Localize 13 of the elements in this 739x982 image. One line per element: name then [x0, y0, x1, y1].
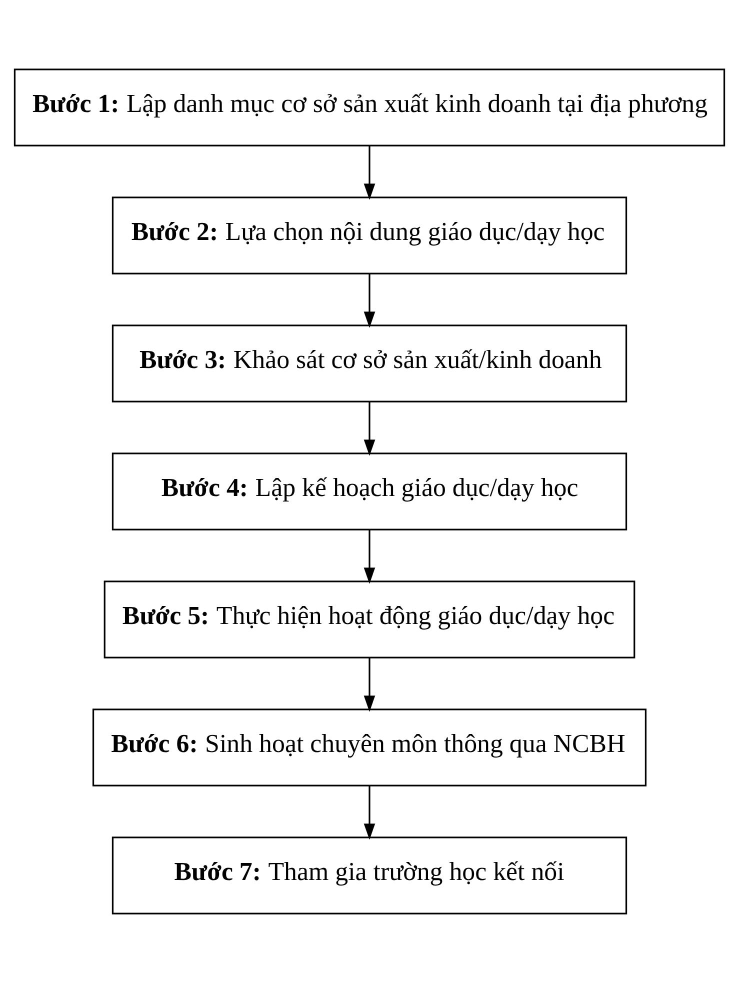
node-box: Bước 6: Sinh hoạt chuyên môn thông qua NCBH [92, 708, 647, 786]
arrow [364, 273, 376, 328]
node-box: Bước 2: Lựa chọn nội dung giáo dục/dạy học [112, 196, 628, 274]
arrow [364, 145, 376, 200]
arrow [364, 401, 376, 456]
node-box: Bước 1: Lập danh mục cơ sở sản xuất kinh doanh tại địa phương [14, 68, 726, 146]
node-box: Bước 3: Khảo sát cơ sở sản xuất/kinh doanh [112, 324, 628, 402]
arrow [364, 785, 376, 840]
node-box: Bước 7: Tham gia trường học kết nối [112, 836, 628, 914]
node-box: Bước 4: Lập kế hoạch giáo dục/dạy học [112, 452, 628, 530]
arrow [364, 657, 376, 712]
node-box: Bước 5: Thực hiện hoạt động giáo dục/dạy học [104, 580, 636, 658]
arrow [364, 529, 376, 584]
